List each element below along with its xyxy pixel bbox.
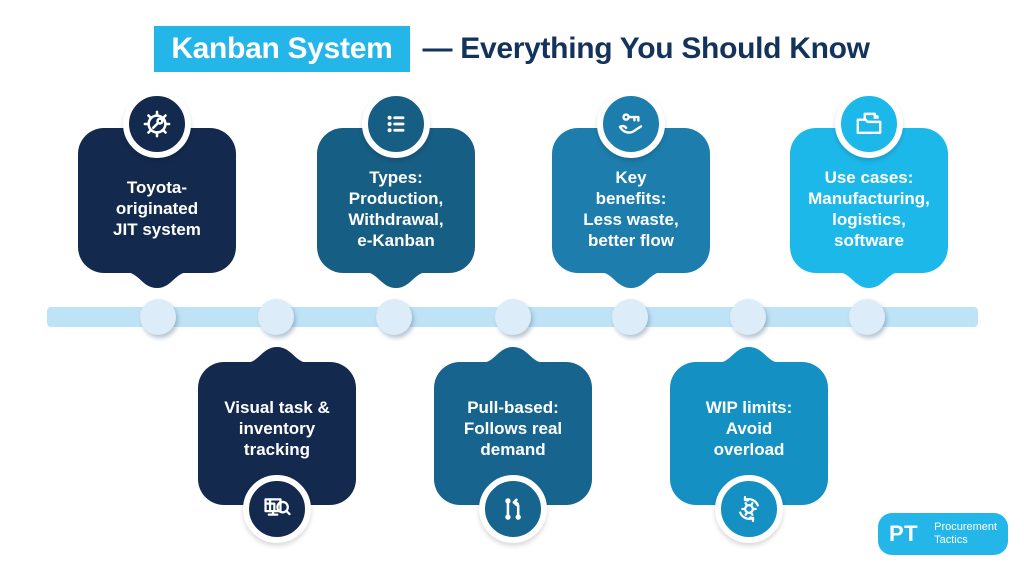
card-types: Types:Production, Withdrawal,e-Kanban — [317, 90, 475, 288]
sync-gear-icon — [715, 475, 783, 543]
card-text: Types:Production, Withdrawal,e-Kanban — [348, 167, 444, 250]
card-text: Visual task &inventory tracking — [224, 398, 330, 459]
card-text: WIP limits:Avoid overload — [705, 398, 793, 459]
card-text: Use cases:Manufacturing, logistics,softw… — [808, 167, 930, 250]
timeline-node — [258, 299, 294, 335]
logo-abbr: PT — [889, 521, 919, 546]
card-use-cases: Use cases:Manufacturing, logistics,softw… — [790, 90, 948, 288]
hand-key-icon — [597, 90, 665, 158]
card-toyota-jit: Toyota-originated JIT system — [78, 90, 236, 288]
card-tail — [125, 272, 189, 288]
card-text: Pull-based:Follows real demand — [463, 398, 563, 459]
timeline-node — [376, 299, 412, 335]
folder-files-icon — [835, 90, 903, 158]
title-highlight: Kanban System — [154, 26, 410, 72]
timeline-node — [849, 299, 885, 335]
card-pull-based: Pull-based:Follows real demand — [434, 347, 592, 543]
pull-request-icon — [479, 475, 547, 543]
title-rest: — Everything You Should Know — [422, 32, 870, 65]
card-wip-limits: WIP limits:Avoid overload — [670, 347, 828, 543]
timeline-node — [140, 299, 176, 335]
timeline-node — [495, 299, 531, 335]
monitor-magnifier-icon — [243, 475, 311, 543]
card-tail — [481, 347, 545, 363]
card-tail — [245, 347, 309, 363]
card-tail — [717, 347, 781, 363]
card-tail — [599, 272, 663, 288]
card-tail — [364, 272, 428, 288]
card-tail — [837, 272, 901, 288]
timeline-node — [730, 299, 766, 335]
page-title: Kanban System — Everything You Should Kn… — [0, 26, 1024, 72]
logo-name: Procurement Tactics — [934, 521, 998, 546]
procurement-tactics-logo: PT Procurement Tactics — [878, 513, 1008, 555]
card-text: Toyota-originated JIT system — [113, 178, 201, 239]
card-visual-tracking: Visual task &inventory tracking — [198, 347, 356, 543]
bulleted-list-icon — [362, 90, 430, 158]
gear-wrench-icon — [123, 90, 191, 158]
timeline-node — [612, 299, 648, 335]
